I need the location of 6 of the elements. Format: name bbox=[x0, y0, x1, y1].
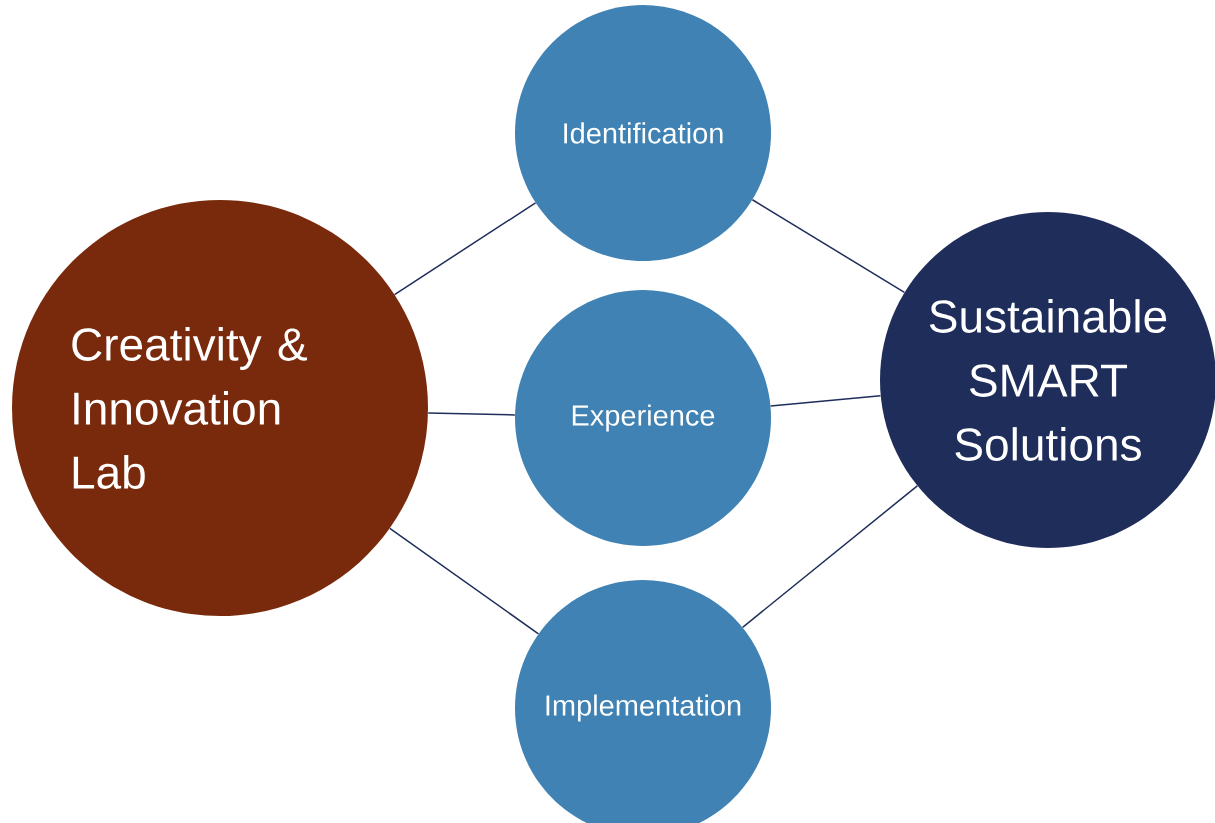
connector-line bbox=[427, 412, 516, 416]
connector-line bbox=[769, 394, 882, 407]
connector-line bbox=[751, 199, 906, 294]
connector-line bbox=[741, 485, 919, 629]
connector-line bbox=[393, 202, 537, 296]
connector-line bbox=[389, 527, 540, 635]
